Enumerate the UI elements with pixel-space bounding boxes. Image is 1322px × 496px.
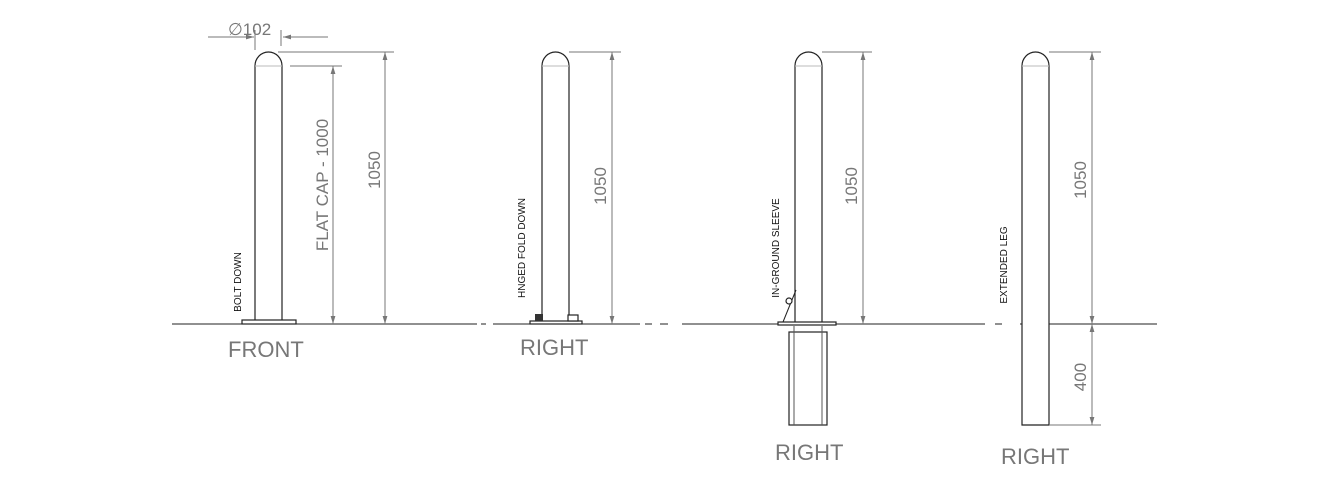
in-ground-sleeve-view: 1050 IN-GROUND SLEEVE RIGHT — [771, 51, 872, 465]
view-label: RIGHT — [775, 440, 843, 465]
height-dimension: 1050 — [365, 151, 384, 189]
height-dimension: 1050 — [591, 167, 610, 205]
padlock-icon — [785, 297, 793, 305]
height-dimension: 1050 — [1071, 161, 1090, 199]
type-label: BOLT DOWN — [233, 252, 244, 312]
type-label: EXTENDED LEG — [999, 226, 1010, 303]
bollard-post — [254, 51, 283, 324]
below-ground-dimension: 400 — [1071, 363, 1090, 391]
lock-icon — [567, 314, 579, 322]
bollard-post — [1021, 51, 1050, 426]
base-plate — [529, 320, 583, 325]
bollard-post — [541, 51, 570, 321]
hinge-icon — [535, 314, 543, 321]
base-plate — [241, 319, 297, 325]
bollard-post — [794, 51, 823, 322]
type-label: HNGED FOLD DOWN — [517, 198, 528, 298]
view-label: RIGHT — [1001, 444, 1069, 469]
view-label: FRONT — [228, 337, 304, 362]
front-bolt-down-view: ∅102 FLAT CAP - 1000 1050 BOLT DOWN FRON… — [208, 20, 394, 362]
hinged-fold-down-view: 1050 HNGED FOLD DOWN RIGHT — [517, 51, 621, 360]
sleeve-flange — [777, 321, 837, 326]
extended-leg-view: 1050 400 EXTENDED LEG RIGHT — [999, 51, 1101, 469]
view-label: RIGHT — [520, 335, 588, 360]
height-dimension: 1050 — [842, 167, 861, 205]
ground-sleeve — [788, 331, 828, 426]
flat-cap-dimension: FLAT CAP - 1000 — [313, 119, 332, 251]
diameter-label: ∅102 — [228, 20, 271, 39]
type-label: IN-GROUND SLEEVE — [771, 198, 782, 298]
